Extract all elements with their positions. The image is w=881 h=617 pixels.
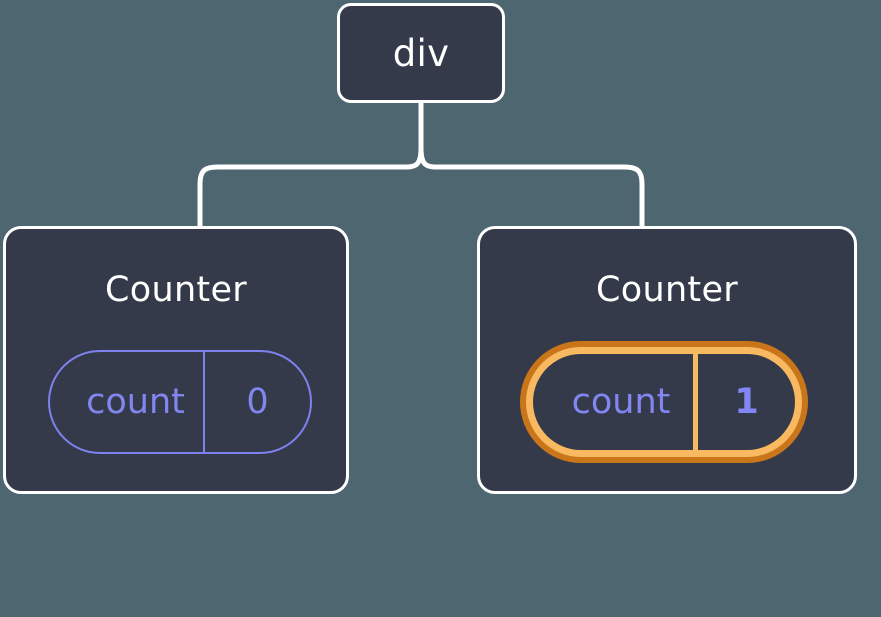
connector-fork-right xyxy=(418,147,645,226)
counter-left-label: Counter xyxy=(105,270,247,310)
tree-node-counter-right[interactable]: Counter count 1 xyxy=(477,226,857,494)
tree-node-counter-left[interactable]: Counter count 0 xyxy=(3,226,349,494)
state-pill-body: count 1 xyxy=(533,354,795,450)
counter-right-state-value: 1 xyxy=(693,354,795,450)
counter-right-state-pill-highlight[interactable]: count 1 xyxy=(520,341,808,463)
root-node-label: div xyxy=(392,31,450,75)
counter-right-state-pill-wrap: count 1 xyxy=(520,341,808,463)
component-tree-diagram: div Counter count 0 Counter count 1 xyxy=(3,3,857,494)
tree-node-root[interactable]: div xyxy=(337,3,505,103)
counter-right-label: Counter xyxy=(596,270,738,310)
state-pill-inner-ring: count 1 xyxy=(526,347,802,457)
counter-right-state-key: count xyxy=(571,381,671,422)
counter-left-state-pill-wrap: count 0 xyxy=(48,350,312,454)
counter-left-state-pill[interactable]: count 0 xyxy=(48,350,312,454)
connector-fork-left xyxy=(197,147,424,226)
counter-left-state-value: 0 xyxy=(203,352,310,452)
counter-left-state-key: count xyxy=(86,381,185,422)
